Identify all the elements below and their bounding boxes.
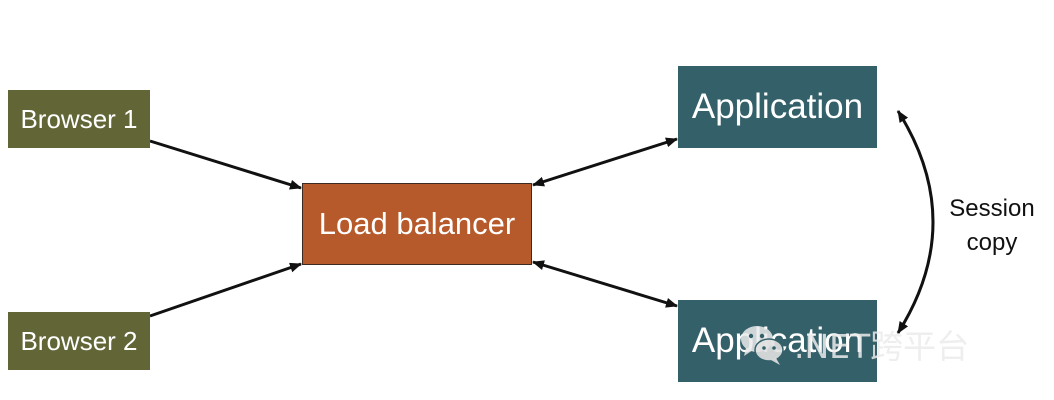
session-copy-line-2: copy [966,229,1018,256]
watermark-text: .NET跨平台 [794,327,970,366]
watermark: .NET跨平台 [736,318,969,370]
browser-1-box: Browser 1 [8,90,150,148]
arrow-browser1-to-lb [149,139,302,190]
arrow-browser2-to-lb [149,262,302,318]
load-balancer-box: Load balancer [302,183,532,265]
browser-2-label: Browser 2 [20,325,138,356]
load-balancer-label: Load balancer [318,206,516,241]
application-1-box: Application [678,66,877,148]
browser-1-label: Browser 1 [20,103,138,134]
session-copy-label: Session copy [936,192,1048,260]
arrow-lb-app2 [532,260,678,308]
browser-2-box: Browser 2 [8,312,150,370]
application-1-label: Application [691,87,864,126]
wechat-icon [741,326,784,365]
session-copy-line-1: Session [949,195,1035,222]
arrow-session-copy [896,110,935,334]
arrow-lb-app1 [532,137,678,187]
